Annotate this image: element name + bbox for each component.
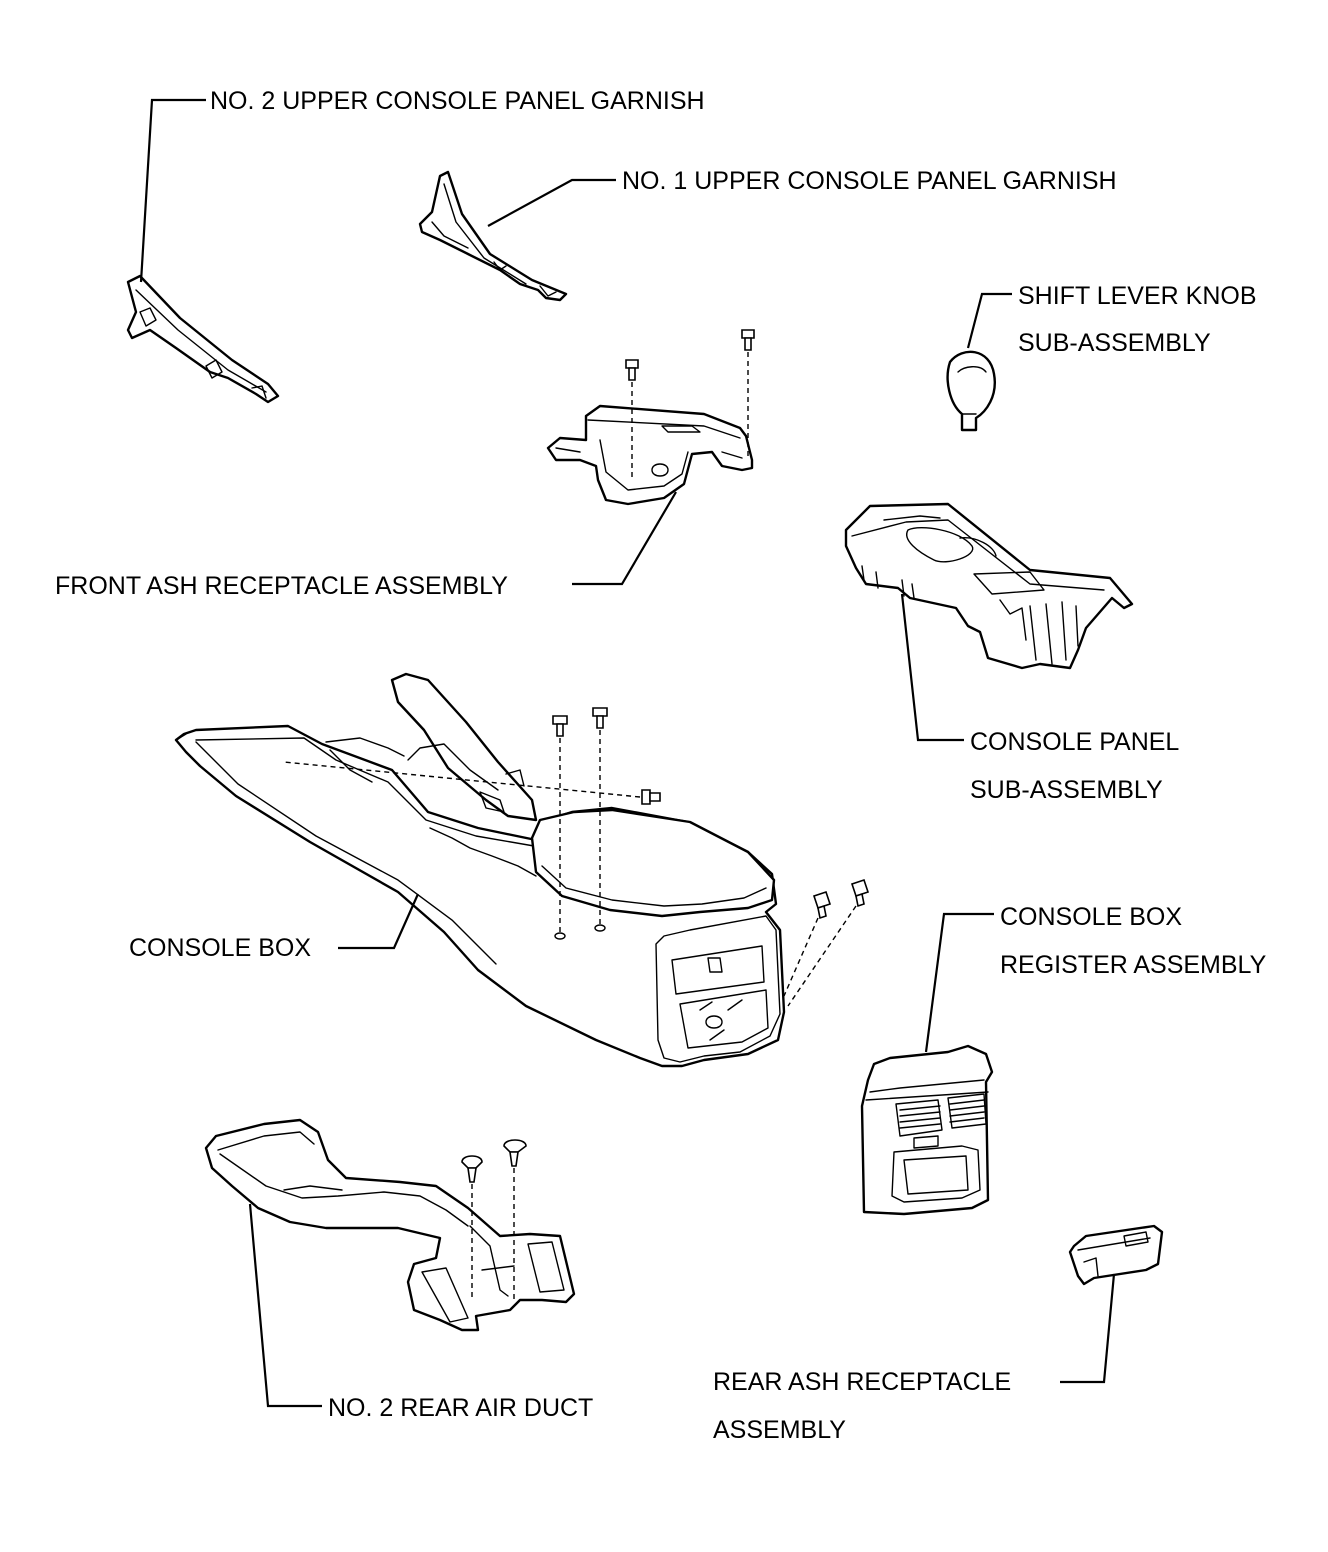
no1-upper-garnish-leader [487,178,616,227]
no2-upper-garnish-leader [139,98,206,283]
register-label-line2: REGISTER ASSEMBLY [1000,951,1267,979]
no2-upper-console-panel-garnish-part [126,274,280,404]
console-box-bolt-2 [592,707,608,729]
rear-ash-leader [1060,1273,1116,1384]
console-box-dash-4 [783,917,819,997]
rear-duct-label: NO. 2 REAR AIR DUCT [328,1394,593,1422]
no1-upper-console-panel-garnish-part [418,170,568,302]
front-ash-leader [572,491,677,586]
rear-ash-label-line2: ASSEMBLY [713,1416,846,1444]
console-panel-part [844,502,1134,670]
console-box-leader [338,893,420,950]
register-leader [924,912,994,1053]
console-box-bolt-4 [812,890,832,920]
rear-duct-clip-1 [461,1155,483,1183]
console-panel-leader [900,593,964,742]
shift-knob-label-line1: SHIFT LEVER KNOB [1018,282,1257,310]
front-ash-bolt-2 [741,329,755,351]
console-box-register-part [860,1044,994,1216]
rear-ash-receptacle-part [1068,1224,1164,1286]
front-ash-label: FRONT ASH RECEPTACLE ASSEMBLY [55,572,508,600]
rear-ash-label-line1: REAR ASH RECEPTACLE [713,1368,1011,1396]
console-box-bolt-5 [850,878,870,908]
console-box-label: CONSOLE BOX [129,934,311,962]
register-label-line1: CONSOLE BOX [1000,903,1182,931]
front-ash-bolt-1 [625,359,639,381]
shift-lever-knob-part [946,350,996,432]
no2-upper-garnish-label: NO. 2 UPPER CONSOLE PANEL GARNISH [210,87,705,115]
console-box-bolt-1 [552,715,568,737]
console-panel-label-line1: CONSOLE PANEL [970,728,1179,756]
console-box-part [174,672,786,1068]
no1-upper-garnish-label: NO. 1 UPPER CONSOLE PANEL GARNISH [622,167,1117,195]
console-box-dash-3 [283,761,641,798]
shift-knob-leader [966,292,1012,349]
rear-duct-clip-2 [503,1139,527,1167]
console-box-hole-1 [554,932,566,940]
console-box-hole-2 [594,924,606,932]
rear-duct-leader [248,1203,322,1408]
no2-rear-air-duct-part [204,1118,576,1332]
console-box-dash-5 [787,905,857,1007]
front-ash-receptacle-part [546,404,754,506]
console-panel-label-line2: SUB-ASSEMBLY [970,776,1163,804]
shift-knob-label-line2: SUB-ASSEMBLY [1018,329,1211,357]
console-box-bolt-3 [641,789,661,805]
